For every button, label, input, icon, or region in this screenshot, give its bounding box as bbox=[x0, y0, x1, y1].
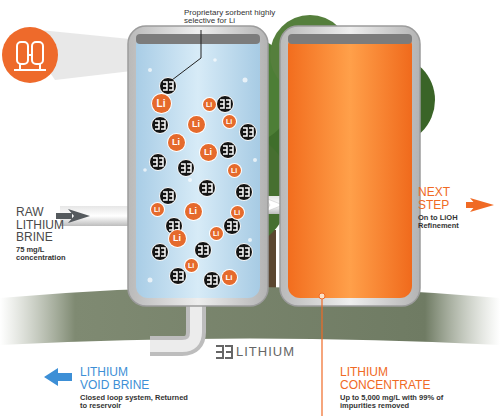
lithium-ion: Li bbox=[200, 144, 217, 161]
ion-symbol: Li bbox=[225, 273, 232, 282]
lithium-ion: Li bbox=[169, 230, 186, 247]
lithium-ion: Li bbox=[168, 134, 185, 151]
callout-text: Proprietary sorbent highly selective for… bbox=[184, 9, 280, 26]
ion-symbol: Li bbox=[192, 119, 200, 129]
lithium-ion: Li bbox=[185, 259, 198, 272]
lithium-ion: Li bbox=[185, 203, 202, 220]
flow-note: Up to 5,000 mg/L with 99% of impurities … bbox=[340, 394, 470, 410]
lithium-ion: Li bbox=[222, 270, 237, 285]
ion-symbol: Li bbox=[206, 101, 212, 108]
lithium-ion: Li bbox=[151, 203, 164, 216]
lithium-ion: Li bbox=[231, 206, 244, 219]
ion-symbol: Li bbox=[231, 167, 237, 174]
lithium-ion: Li bbox=[188, 116, 205, 133]
ion-symbol: Li bbox=[173, 233, 181, 243]
ion-symbol: Li bbox=[213, 230, 219, 237]
lithium-ion: Li bbox=[223, 115, 236, 128]
ion-symbol: Li bbox=[154, 206, 160, 213]
flow-label: NEXT STEP bbox=[418, 186, 462, 211]
ion-symbol: Li bbox=[188, 262, 194, 269]
ion-symbol: Li bbox=[157, 98, 166, 109]
ion-symbol: Li bbox=[226, 118, 232, 125]
flow-note: On to LiOH Refinement bbox=[418, 214, 488, 230]
ion-symbol: Li bbox=[204, 147, 212, 157]
lithium-ion: Li bbox=[203, 98, 216, 111]
flow-label: RAW LITHIUM BRINE bbox=[16, 206, 66, 244]
logo-text: LITHIUM bbox=[236, 345, 326, 359]
ion-symbol: Li bbox=[172, 137, 180, 147]
lithium-ion: Li bbox=[210, 227, 223, 240]
flow-label: LITHIUM VOID BRINE bbox=[80, 366, 150, 391]
flow-label: LITHIUM CONCENTRATE bbox=[340, 366, 440, 391]
ion-symbol: Li bbox=[189, 206, 197, 216]
ion-symbol: Li bbox=[234, 209, 240, 216]
lithium-ion: Li bbox=[152, 94, 171, 113]
lithium-ion: Li bbox=[228, 164, 241, 177]
flow-note: 75 mg/L concentration bbox=[16, 246, 74, 262]
flow-note: Closed loop system, Returned to reservoi… bbox=[80, 394, 190, 410]
